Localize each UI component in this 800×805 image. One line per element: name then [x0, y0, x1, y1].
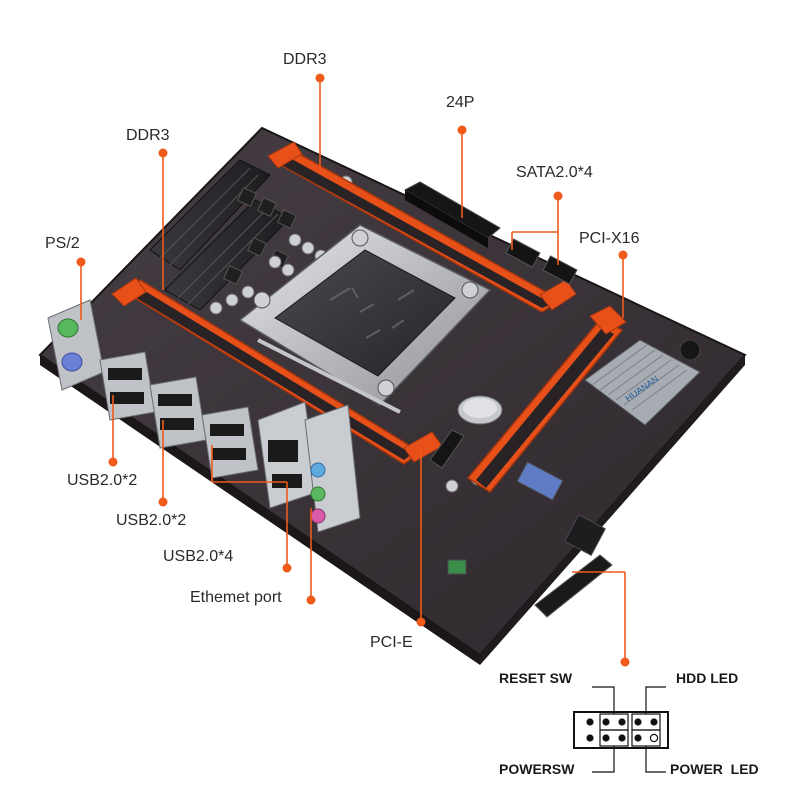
- cmos-battery: [457, 395, 503, 425]
- pcb-edge-right: [480, 355, 745, 665]
- label-reset-sw: RESET SW: [499, 670, 573, 686]
- label-pcie: PCI-E: [370, 634, 413, 651]
- label-usb-b: USB2.0*2: [116, 512, 187, 529]
- callout-lines: [80, 78, 626, 662]
- pcie-x1-slot: [429, 429, 465, 469]
- vrm-heatsinks: [149, 159, 291, 311]
- label-hdd-led: HDD LED: [676, 670, 739, 686]
- usb-stack-3: [201, 406, 259, 479]
- label-power-sw: POWERSW: [499, 761, 575, 777]
- socket-screw: [377, 379, 395, 397]
- callout-dots: [76, 73, 630, 667]
- label-ps2: PS/2: [45, 235, 80, 252]
- misc-chips: [447, 461, 606, 575]
- socket-lever: [257, 338, 401, 414]
- socket-screw: [461, 281, 479, 299]
- chipset-heatsink: HUANAN: [584, 339, 701, 426]
- buzzer: [679, 339, 701, 361]
- usb-stack-1: [99, 351, 156, 421]
- label-24p: 24P: [446, 94, 475, 111]
- label-ddr3-top: DDR3: [283, 51, 327, 68]
- usb-stack-2: [149, 376, 207, 449]
- pcie-x16-slot: [466, 305, 627, 493]
- front-panel-pin-diagram: [573, 686, 669, 773]
- pcb-edge: [40, 355, 480, 665]
- cpu-socket: [238, 224, 492, 414]
- sata-ports: [505, 238, 578, 285]
- label-usb-a: USB2.0*2: [67, 472, 138, 489]
- label-pcie-x16: PCI-X16: [579, 230, 640, 247]
- label-usb-c: USB2.0*4: [163, 548, 234, 565]
- label-sata: SATA2.0*4: [516, 164, 593, 181]
- atx-24p-connector: [403, 181, 501, 248]
- label-ethernet: Ethemet port: [190, 589, 282, 606]
- socket-screw: [351, 229, 369, 247]
- label-power-led: POWER LED: [670, 761, 759, 777]
- vrm-chokes: [223, 187, 297, 285]
- ddr3-slot-top: [267, 141, 577, 313]
- socket-screw: [253, 291, 271, 309]
- label-ddr3-left: DDR3: [126, 127, 170, 144]
- audio-jacks: [304, 404, 361, 533]
